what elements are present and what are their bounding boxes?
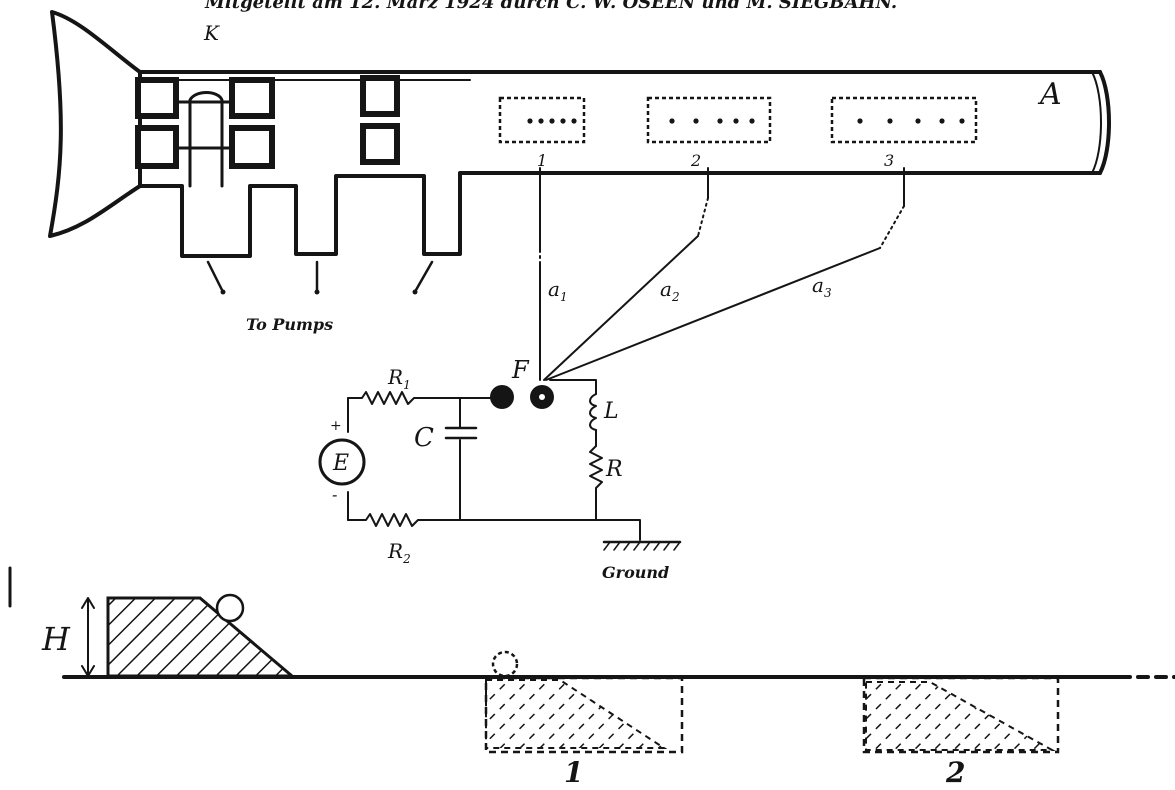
window-3-dots: [857, 118, 965, 124]
electrode-block-6: [360, 123, 400, 165]
source-label: E: [332, 451, 349, 476]
electrode-rod: [176, 100, 234, 188]
pumps-label: To Pumps: [246, 315, 333, 334]
ball-start: [215, 593, 245, 623]
sample-windows: 1 2 3: [498, 96, 978, 170]
starting-ramp: [106, 596, 297, 678]
pit-label-1: 1: [564, 756, 583, 789]
pit-2: [862, 676, 1060, 754]
plus-sign: +: [330, 418, 342, 434]
tube-end-ring: [1091, 71, 1102, 174]
pit-2-ramp: [865, 681, 1056, 751]
ground-label: Ground: [602, 563, 669, 582]
pit-1: [484, 676, 684, 754]
tube-label: A: [1037, 77, 1062, 112]
pump-stub-1: [138, 184, 294, 258]
leads: a1 a2 a3: [539, 167, 905, 381]
electrode-block-3: [135, 125, 179, 169]
pit-label-2: 2: [945, 756, 965, 789]
height-label: H: [41, 620, 71, 658]
spark-ball-left: [490, 385, 514, 409]
pump-stub-2: [290, 174, 422, 256]
analogy-diagram: H 1 2: [8, 566, 1175, 789]
capacitor-label: C: [414, 423, 434, 453]
lead-label-a3: a3: [812, 273, 832, 300]
discharge-circuit: F R1 E + - C L R R2 Ground: [318, 356, 682, 582]
header-caption: Mitgeteilt am 12. März 1924 durch C. W. …: [204, 0, 897, 13]
capacitor-c: [444, 426, 478, 440]
vacuum-tube: K A: [48, 10, 1111, 258]
resistor-r: [589, 445, 603, 521]
resistor-r1-label: R1: [387, 365, 411, 392]
resistor-r2: [347, 513, 641, 541]
ball-pit-1: [491, 650, 519, 678]
window-3: [830, 96, 978, 144]
window-number-2: 2: [690, 151, 701, 170]
inductor-label: L: [603, 399, 619, 424]
inductor-l: [589, 393, 597, 431]
tube-end-cap: [1098, 70, 1111, 175]
height-arrow: [81, 597, 95, 677]
source-e: [318, 438, 366, 486]
minus-sign: -: [332, 485, 337, 504]
window-1-dots: [527, 118, 577, 124]
resistor-r2-label: R2: [387, 539, 411, 566]
cathode-label: K: [203, 21, 220, 45]
electrode-block-4: [229, 125, 275, 169]
window-2-dots: [669, 118, 755, 124]
resistor-r1: [347, 391, 491, 405]
pit-1-ramp: [485, 679, 668, 749]
electrode-block-2: [229, 77, 275, 119]
lead-label-a2: a2: [660, 277, 680, 304]
spark-gap-label: F: [511, 356, 530, 384]
resistor-label: R: [605, 457, 623, 482]
lead-label-a1: a1: [548, 277, 568, 304]
window-number-3: 3: [884, 151, 894, 170]
window-2: [646, 96, 772, 144]
electrode-block-5: [360, 75, 400, 117]
cathode-ring: [188, 91, 224, 102]
window-1: [498, 96, 586, 144]
electrode-block-1: [135, 77, 179, 119]
pump-lines: To Pumps: [206, 260, 434, 334]
cathode-bulb: [48, 10, 142, 238]
window-number-1: 1: [537, 151, 547, 170]
pump-stub-3: [418, 171, 472, 256]
